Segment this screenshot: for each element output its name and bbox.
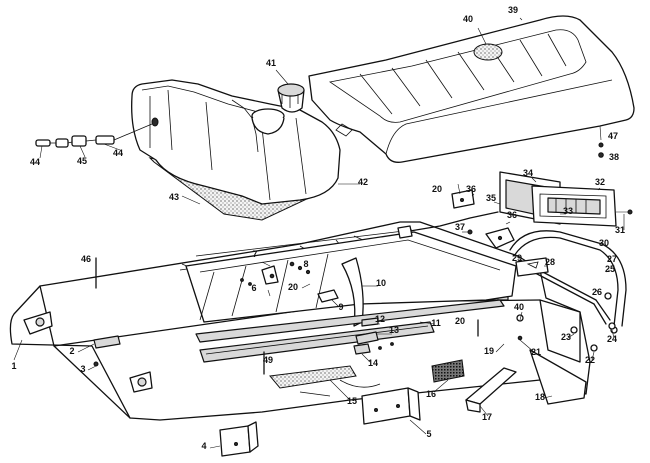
callout-c45: 45: [77, 156, 87, 166]
callout-c49: 49: [263, 355, 273, 365]
callout-c42: 42: [358, 177, 368, 187]
callout-c5: 5: [426, 429, 431, 439]
callout-c34: 34: [523, 168, 533, 178]
callout-c44a: 44: [30, 157, 40, 167]
side-bracket-17: [465, 367, 517, 417]
callout-c7: 7: [252, 249, 257, 259]
callout-c12: 12: [375, 314, 385, 324]
callout-c2: 2: [69, 346, 74, 356]
hinge-clip: [77, 335, 121, 371]
rear-fender-18: [529, 349, 587, 405]
callout-c30: 30: [599, 238, 609, 248]
callout-c31: 31: [615, 225, 625, 235]
callout-c40a: 40: [463, 14, 473, 24]
bumper-hardware: [462, 221, 616, 361]
callout-c24: 24: [607, 334, 617, 344]
callout-c40b: 40: [514, 302, 524, 312]
callout-c20c: 20: [455, 316, 465, 326]
callout-c27: 27: [607, 254, 617, 264]
fuel-line: [35, 123, 153, 159]
callout-c9: 9: [338, 302, 343, 312]
side-rail: [195, 299, 505, 343]
callout-c25: 25: [605, 264, 615, 274]
fuel-cap: [275, 69, 305, 113]
callout-c39: 39: [508, 5, 518, 15]
callout-c43: 43: [169, 192, 179, 202]
floor-plate: [269, 365, 357, 401]
callout-c46: 46: [81, 254, 91, 264]
callout-c8: 8: [303, 259, 308, 269]
callout-c6: 6: [251, 283, 256, 293]
callout-c14: 14: [368, 358, 378, 368]
callout-c20a: 20: [432, 184, 442, 194]
callout-c38: 38: [609, 152, 619, 162]
callout-c26: 26: [592, 287, 602, 297]
callout-c41: 41: [266, 58, 276, 68]
callout-c47: 47: [608, 131, 618, 141]
taillight-assembly: [397, 171, 633, 239]
callout-c37: 37: [455, 222, 465, 232]
callout-c11: 11: [431, 318, 441, 328]
callout-c36a: 36: [466, 184, 476, 194]
callout-labels: 1234567891011121314151617181920202021222…: [11, 5, 625, 451]
callout-c19: 19: [484, 346, 494, 356]
callout-c13: 13: [389, 325, 399, 335]
louver-grille: [431, 359, 465, 393]
seat-fastener: [598, 125, 604, 158]
callout-c36b: 36: [507, 210, 517, 220]
callout-c22: 22: [585, 355, 595, 365]
callout-c16: 16: [426, 389, 436, 399]
taillight-bracket: [451, 183, 475, 209]
callout-c18: 18: [535, 392, 545, 402]
callout-c15: 15: [347, 396, 357, 406]
callout-c4: 4: [201, 441, 206, 451]
fuel-tank: [131, 79, 341, 205]
callout-c32: 32: [595, 177, 605, 187]
callout-c3: 3: [80, 364, 85, 374]
callout-c20b: 20: [288, 282, 298, 292]
callout-c10: 10: [376, 278, 386, 288]
callout-c21: 21: [531, 347, 541, 357]
callout-c35: 35: [486, 193, 496, 203]
mounting-hardware: [240, 261, 394, 363]
bottom-bracket-5: [361, 387, 427, 435]
callout-c17: 17: [482, 412, 492, 422]
callout-c23: 23: [561, 332, 571, 342]
bottom-bracket-4: [209, 421, 259, 457]
callout-c1: 1: [11, 361, 16, 371]
callout-c28: 28: [545, 257, 555, 267]
seat-emblem: [473, 43, 503, 61]
callout-c44b: 44: [113, 148, 123, 158]
callout-c29: 29: [512, 253, 522, 263]
license-plate-bracket: [515, 257, 549, 277]
callout-c33: 33: [563, 206, 573, 216]
seat-cushion: [308, 15, 635, 163]
